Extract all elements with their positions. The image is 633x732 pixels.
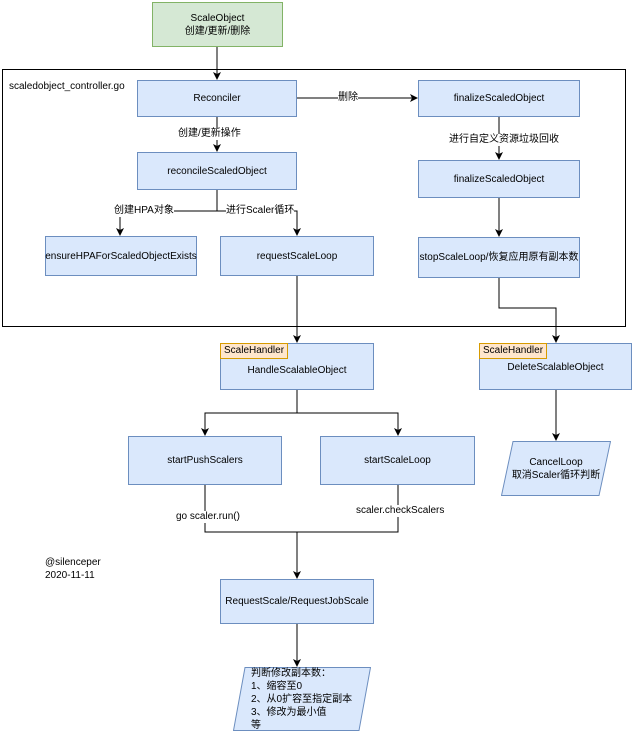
start-push-label: startPushScalers — [167, 455, 243, 466]
node-finalize-mid[interactable]: finalizeScaledObject — [418, 160, 580, 198]
edge-stoploop-delete — [498, 278, 560, 343]
stop-loop-label: stopScaleLoop/恢复应用原有副本数 — [419, 252, 579, 263]
scaleobject-line1: ScaleObject — [190, 12, 245, 24]
scalehandler-tag-right: ScaleHandler — [479, 343, 548, 359]
reconciler-label: Reconciler — [193, 93, 241, 104]
judge-line2: 1、缩容至0 — [251, 680, 303, 692]
node-scaleobject[interactable]: ScaleObject 创建/更新/删除 — [152, 2, 283, 47]
request-loop-label: requestScaleLoop — [256, 250, 338, 262]
node-reconcile-scaledobject[interactable]: reconcileScaledObject — [137, 152, 297, 190]
judge-line4: 3、修改为最小值 — [251, 706, 327, 718]
edge-label-gc: 进行自定义资源垃圾回收 — [449, 134, 559, 146]
node-stop-scale-loop[interactable]: stopScaleLoop/恢复应用原有副本数 — [418, 237, 580, 278]
ensure-hpa-label: ensureHPAForScaledObjectExists — [45, 250, 197, 262]
edge-handle-startloop — [297, 412, 402, 436]
finalize-top-label: finalizeScaledObject — [453, 93, 545, 104]
edge-label-delete: 删除 — [338, 92, 358, 104]
edge-startpush-requestscale — [204, 485, 301, 579]
judge-line3: 2、从0扩容至指定副本 — [251, 693, 353, 705]
edge-label-go-run: go scaler.run() — [176, 511, 240, 523]
node-start-scale-loop[interactable]: startScaleLoop — [320, 436, 475, 485]
node-request-scale-loop[interactable]: requestScaleLoop — [220, 236, 374, 276]
node-finalize-top[interactable]: finalizeScaledObject — [418, 80, 580, 117]
node-cancel-loop[interactable]: CancelLoop 取消Scaler循环判断 — [501, 441, 611, 496]
reconcile-so-label: reconcileScaledObject — [167, 165, 267, 177]
judge-shape — [233, 667, 371, 731]
finalize-mid-label: finalizeScaledObject — [453, 173, 545, 185]
cancel-loop-shape — [501, 441, 611, 496]
scalehandler-tag-left: ScaleHandler — [220, 343, 289, 359]
author-date: 2020-11-11 — [45, 570, 95, 581]
judge-line5: 等 — [251, 719, 261, 731]
author-name: @silenceper — [45, 557, 101, 568]
scaleobject-line2: 创建/更新/删除 — [184, 25, 251, 37]
edge-label-scaler-loop: 进行Scaler循环 — [226, 205, 295, 217]
node-start-push-scalers[interactable]: startPushScalers — [128, 436, 282, 485]
edge-handle-startpush — [201, 390, 298, 436]
controller-container — [2, 69, 626, 327]
node-judge-replicas[interactable]: 判断修改副本数： 1、缩容至0 2、从0扩容至指定副本 3、修改为最小值 等 — [233, 667, 371, 731]
container-title: scaledobject_controller.go — [9, 81, 125, 92]
judge-line1: 判断修改副本数： — [251, 667, 331, 679]
node-ensure-hpa[interactable]: ensureHPAForScaledObjectExists — [45, 236, 197, 276]
start-loop-label: startScaleLoop — [364, 455, 431, 466]
node-request-scale[interactable]: RequestScale/RequestJobScale — [220, 579, 374, 624]
delete-scalable-label: DeleteScalableObject — [507, 362, 604, 373]
edge-label-create-update: 创建/更新操作 — [178, 128, 241, 140]
node-reconciler[interactable]: Reconciler — [137, 80, 297, 117]
handle-scalable-label: HandleScalableObject — [247, 365, 347, 376]
edge-label-check-scalers: scaler.checkScalers — [356, 505, 445, 517]
cancel-loop-line1: CancelLoop — [529, 456, 583, 468]
request-scale-label: RequestScale/RequestJobScale — [225, 596, 369, 607]
edge-label-create-hpa: 创建HPA对象 — [114, 205, 174, 217]
cancel-loop-line2: 取消Scaler循环判断 — [511, 469, 601, 481]
edge-startloop-requestscale — [297, 485, 399, 533]
